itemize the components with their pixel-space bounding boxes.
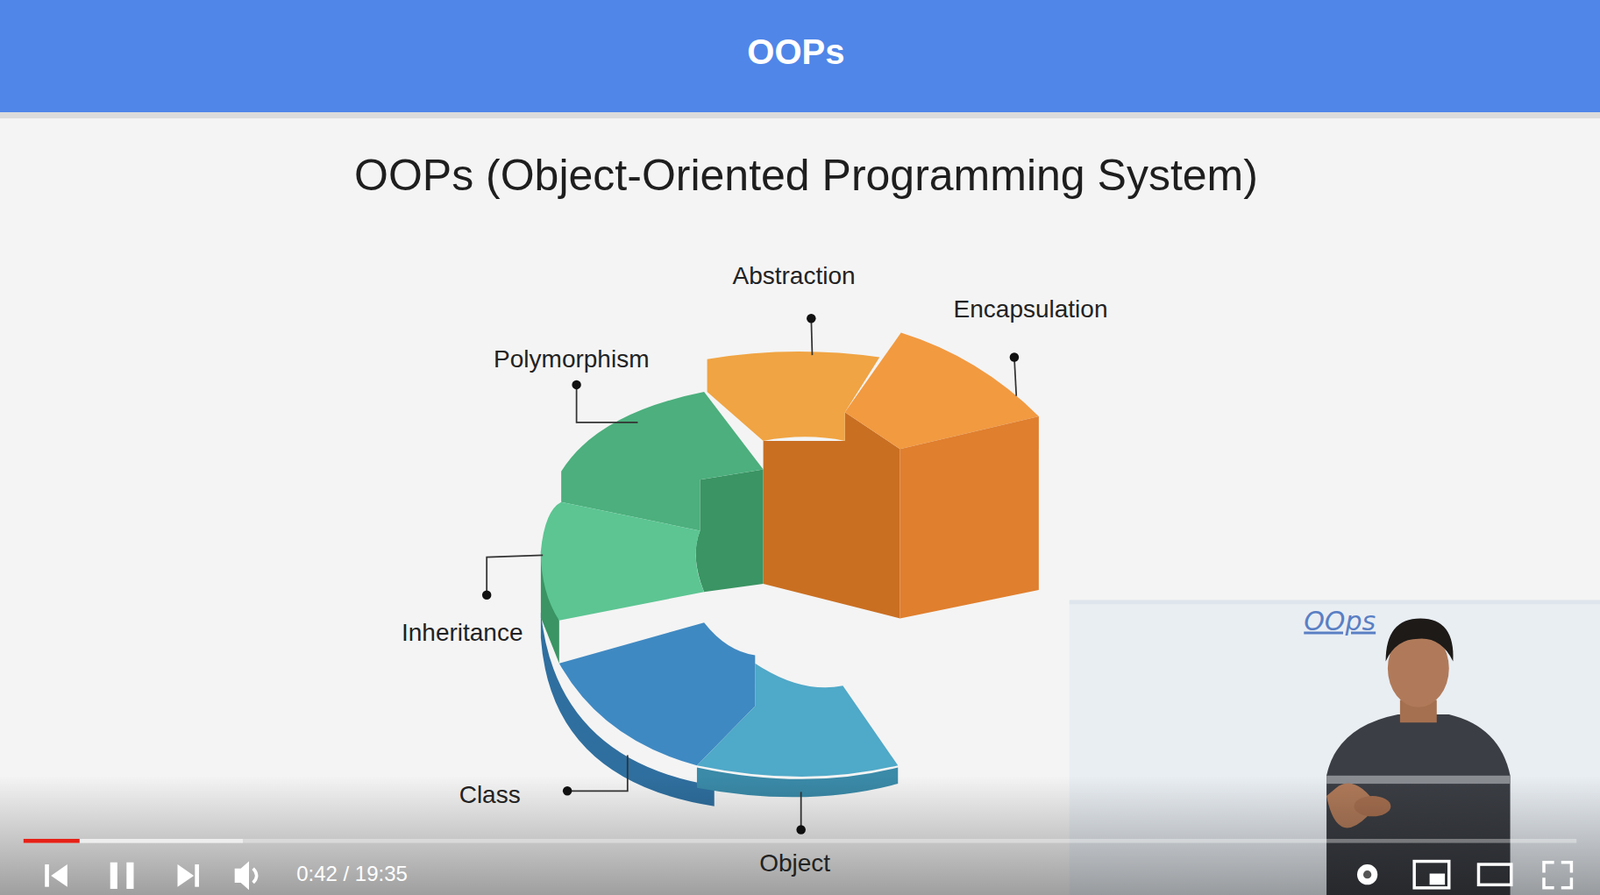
ring-inner [696,469,764,593]
encapsulation-front [900,416,1039,619]
segment-label: Encapsulation [953,295,1109,323]
segment-label: Inheritance [401,618,524,647]
progress-track [23,839,1577,844]
abstraction-segment [707,351,881,441]
progress-played [23,839,80,844]
ring-inner [763,412,901,619]
segment-label: Polymorphism [493,345,649,373]
segment-label: Object [759,849,831,877]
leader-dots [482,313,1019,835]
whiteboard-text: OOps [1303,605,1376,635]
controls-shade [0,775,1600,895]
progress-buffer [23,839,243,844]
segment-label: Class [459,781,521,809]
inset-edge [1069,600,1600,605]
segment-label: Abstraction [732,263,855,291]
video-time: 0:42 / 19:35 [296,862,408,886]
bar-title: OOPs [746,32,845,72]
inheritance-segment [540,502,704,621]
object-segment [696,663,898,777]
slide-heading: OOPs (Object-Oriented Programming System… [354,151,1259,200]
title-bar [0,0,1600,113]
bar-shadow [0,112,1600,119]
leader-lines [486,318,1017,830]
